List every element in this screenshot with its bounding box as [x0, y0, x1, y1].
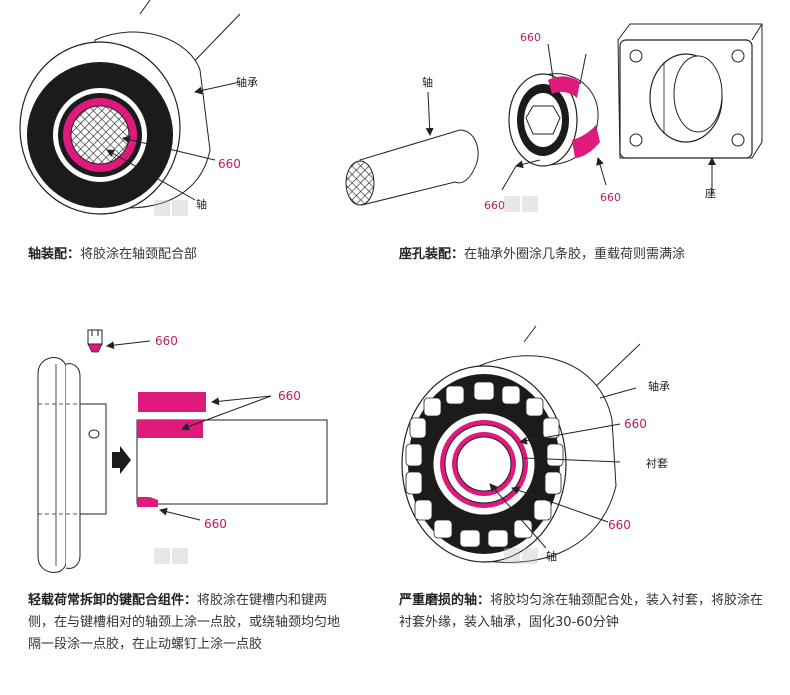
caption-4-text: 将胶均匀涂在轴颈配合处，装入衬套，将胶涂在衬套外缘，装入轴承，固化30-60分钟: [399, 593, 764, 630]
insert-arrow: [112, 446, 131, 474]
seat-flange: [617, 23, 763, 159]
panel-key-fit: 660 660 660: [37, 329, 328, 573]
shaft-cylinder: [345, 129, 479, 206]
label-adhesive: 660: [218, 157, 241, 171]
label-adhesive-outer: 660: [624, 417, 647, 431]
rollers: [405, 381, 564, 548]
adhesive-stripe-2: [572, 125, 600, 158]
caption-2-text: 在轴承外圈涂几条胶，重载荷则需满涂: [464, 247, 686, 262]
key: [138, 392, 206, 412]
label-adhesive-left: 660: [484, 199, 505, 212]
label-adhesive-journal: 660: [204, 517, 227, 531]
keyway-adhesive: [137, 420, 203, 438]
label-bearing: 轴承: [236, 75, 258, 89]
adhesive-stripe-1: [548, 76, 580, 98]
caption-1-text: 将胶涂在轴颈配合部: [80, 247, 198, 262]
caption-panel-3: 轻载荷常拆卸的键配合组件：将胶涂在键槽内和键两侧，在与键槽相对的轴颈上涂一点胶，…: [28, 590, 348, 656]
label-shaft-2: 轴: [422, 75, 433, 89]
caption-2-title: 座孔装配：: [399, 247, 465, 262]
panel-worn-shaft: 轴承 660 衬套 660 轴: [401, 325, 670, 563]
bearing-ring: [508, 73, 600, 167]
label-adhesive-inner: 660: [608, 518, 631, 532]
label-adhesive-key: 660: [278, 389, 301, 403]
label-shaft-4: 轴: [546, 549, 557, 563]
label-adhesive-top: 660: [520, 31, 541, 44]
label-adhesive-screw: 660: [155, 334, 178, 348]
caption-panel-1: 轴装配：将胶涂在轴颈配合部: [28, 244, 358, 266]
label-adhesive-right: 660: [600, 191, 621, 204]
caption-3-title: 轻载荷常拆卸的键配合组件：: [28, 593, 198, 608]
label-shaft: 轴: [196, 197, 207, 211]
watermark: [154, 196, 538, 564]
caption-3-text: 将胶涂在键槽内和键两侧，在与键槽相对的轴颈上涂一点胶，或绕轴颈均匀地隔一段涂一点…: [28, 593, 341, 652]
pulley: [37, 357, 107, 573]
panel-seat-bore-assembly: 轴 660 660 660: [345, 23, 763, 212]
caption-panel-4: 严重磨损的轴：将胶均匀涂在轴颈配合处，装入衬套，将胶涂在衬套外缘，装入轴承，固化…: [399, 590, 774, 634]
caption-4-title: 严重磨损的轴：: [399, 593, 491, 608]
panel-shaft-assembly: 轴承 660 轴: [19, 0, 258, 215]
caption-1-title: 轴装配：: [28, 247, 81, 262]
label-bearing-4: 轴承: [648, 379, 670, 393]
journal-adhesive: [137, 497, 158, 507]
shaft-core: [456, 436, 512, 492]
label-seat: 座: [705, 186, 716, 200]
set-screw: [87, 329, 103, 353]
label-bushing: 衬套: [646, 457, 668, 470]
shaft-section: [70, 105, 130, 165]
caption-panel-2: 座孔装配：在轴承外圈涂几条胶，重载荷则需满涂: [399, 244, 779, 266]
